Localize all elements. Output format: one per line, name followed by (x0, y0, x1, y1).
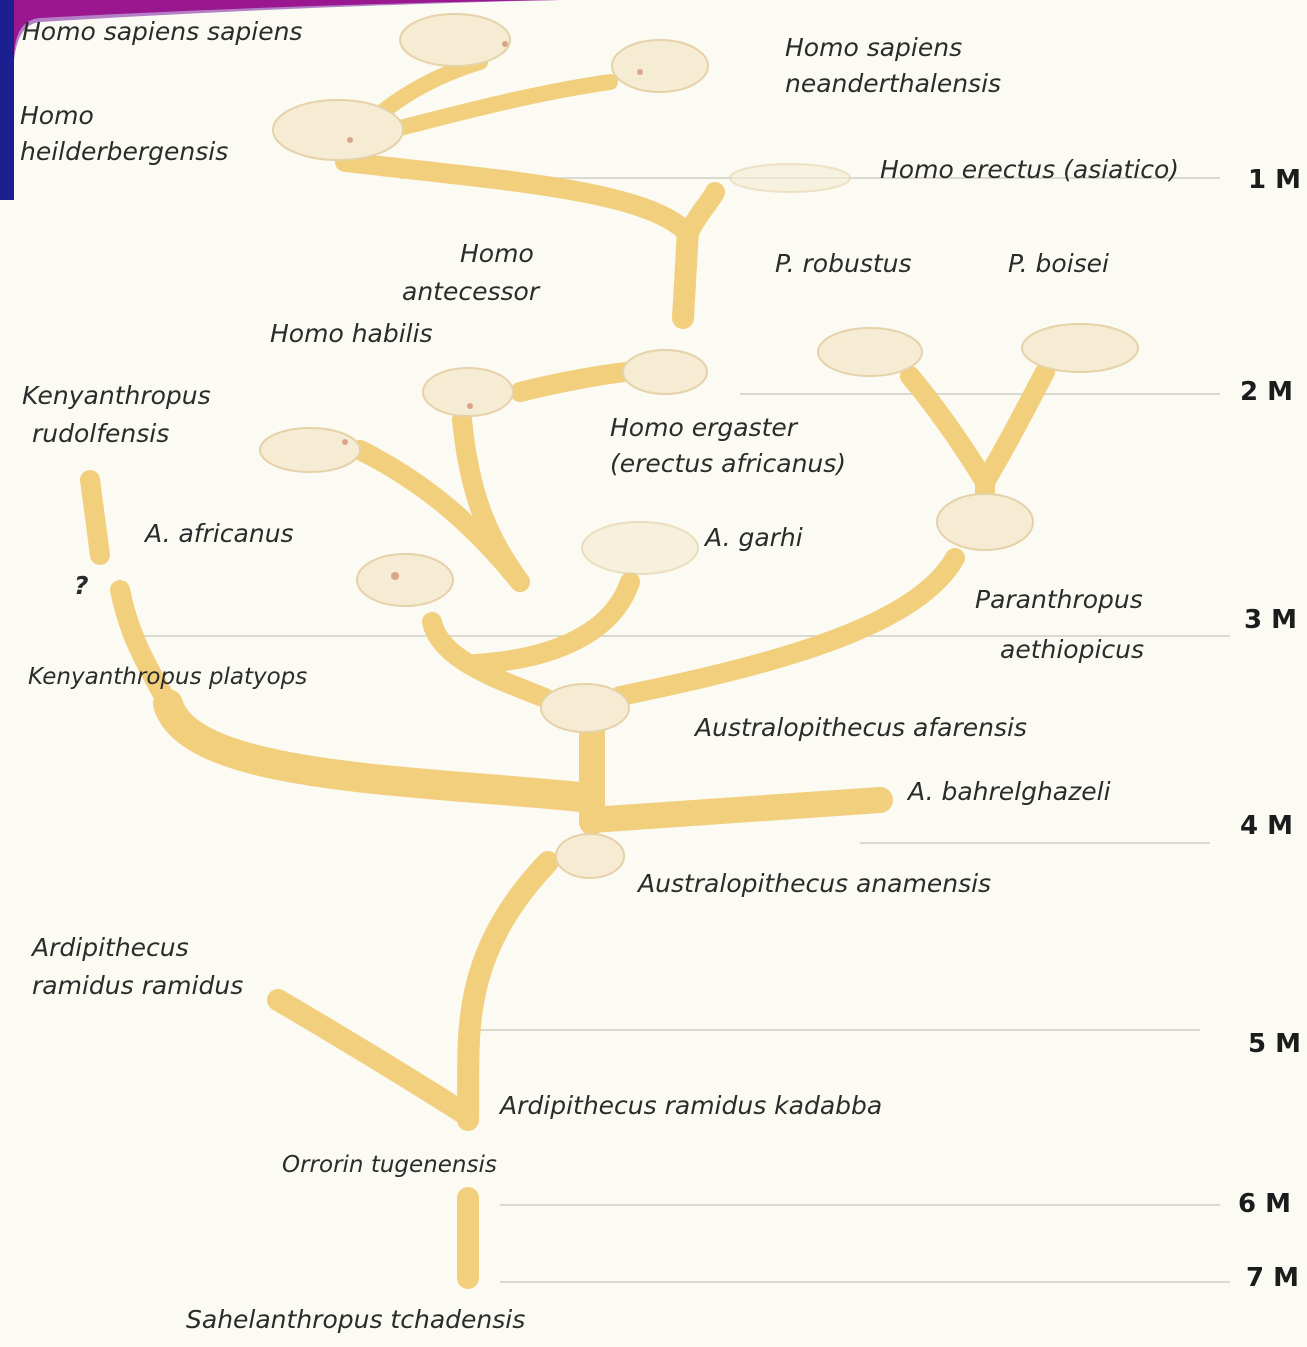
time-label-2m: 2 M (1240, 377, 1293, 407)
label-aethiopicus-line1: Paranthropus (975, 585, 1143, 614)
branch-rudolfensis-fork (350, 440, 530, 592)
time-label-1m: 1 M (1248, 165, 1301, 195)
branch-platyops (153, 689, 605, 813)
label-a-garhi: A. garhi (703, 523, 803, 552)
label-australopithecus-afarensis: Australopithecus afarensis (693, 713, 1027, 742)
skull-icon (399, 13, 511, 67)
branch-neanderthalensis (392, 74, 618, 136)
skull-icon (272, 99, 404, 161)
skull-icon (611, 39, 709, 93)
skull-icon (936, 493, 1034, 551)
label-heidelbergensis-line1: Homo (20, 101, 94, 130)
skull-icon (622, 349, 708, 395)
label-ramidus-line2: ramidus ramidus (32, 971, 243, 1000)
label-neanderthalensis-line2: neanderthalensis (785, 69, 1001, 98)
label-australopithecus-anamensis: Australopithecus anamensis (636, 869, 991, 898)
branch-homo-stem (672, 219, 699, 329)
label-aethiopicus-line2: aethiopicus (1000, 635, 1144, 664)
label-heidelbergensis-line2: heilderbergensis (20, 137, 228, 166)
label-ramidus-line1: Ardipithecus (30, 933, 189, 962)
label-homo-sapiens-sapiens: Homo sapiens sapiens (22, 17, 302, 46)
tree-branches (80, 54, 1055, 1289)
skull-sketches (259, 13, 1139, 879)
label-antecessor-line1: Homo (460, 239, 534, 268)
branch-bahrelghazali (579, 787, 893, 833)
time-label-3m: 3 M (1244, 605, 1297, 635)
label-a-bahrelghazali: A. bahrelghazeli (906, 777, 1111, 806)
branch-ergaster (510, 362, 635, 402)
time-label-5m: 5 M (1248, 1029, 1301, 1059)
time-label-7m: 7 M (1246, 1263, 1299, 1293)
branch-ramidus (267, 989, 473, 1123)
label-ergaster-line2: (erectus africanus) (610, 449, 846, 478)
skull-icon (356, 553, 454, 607)
skull-icon (1021, 323, 1139, 373)
label-homo-erectus-asiatico: Homo erectus (asiatico) (880, 155, 1179, 184)
label-homo-habilis: Homo habilis (270, 319, 433, 348)
label-a-africanus: A. africanus (143, 519, 294, 548)
time-scale: 1 M 2 M 3 M 4 M 5 M 6 M 7 M (1238, 165, 1301, 1293)
branch-boisei (975, 362, 1055, 492)
label-ardipithecus-kadabba: Ardipithecus ramidus kadabba (498, 1091, 882, 1120)
branch-rudolfensis (80, 470, 110, 565)
label-antecessor-line2: antecessor (402, 277, 541, 306)
branch-trunk-anamensis (457, 851, 559, 1131)
time-label-4m: 4 M (1240, 811, 1293, 841)
label-neanderthalensis-line1: Homo sapiens (785, 33, 962, 62)
label-p-boisei: P. boisei (1008, 249, 1109, 278)
skull-icon (555, 833, 625, 879)
label-rudolfensis-line2: rudolfensis (32, 419, 169, 448)
skull-icon (581, 521, 699, 575)
label-rudolfensis-line1: Kenyanthropus (22, 381, 211, 410)
label-p-robustus: P. robustus (775, 249, 912, 278)
label-ergaster-line1: Homo ergaster (610, 413, 799, 442)
skull-icon (729, 163, 851, 193)
label-question-mark: ? (74, 571, 89, 600)
label-orrorin-tugenensis: Orrorin tugenensis (282, 1152, 497, 1178)
skull-icon (540, 683, 630, 733)
skull-icon (817, 327, 923, 377)
branch-robustus (900, 366, 995, 492)
skull-icon (422, 367, 514, 417)
skull-icon (259, 427, 361, 473)
label-kenyanthropus-platyops: Kenyanthropus platyops (28, 664, 307, 690)
label-sahelanthropus-tchadensis: Sahelanthropus tchadensis (186, 1305, 525, 1334)
frame-swoosh-icon (0, 0, 560, 200)
branch-heidelbergensis (335, 152, 698, 244)
branch-aethiopicus (610, 548, 965, 706)
branch-garhi (465, 572, 640, 674)
branch-platyops-upper (110, 580, 178, 714)
time-label-6m: 6 M (1238, 1189, 1291, 1219)
species-labels: Homo sapiens sapiens Homo sapiens neande… (20, 17, 1179, 1334)
